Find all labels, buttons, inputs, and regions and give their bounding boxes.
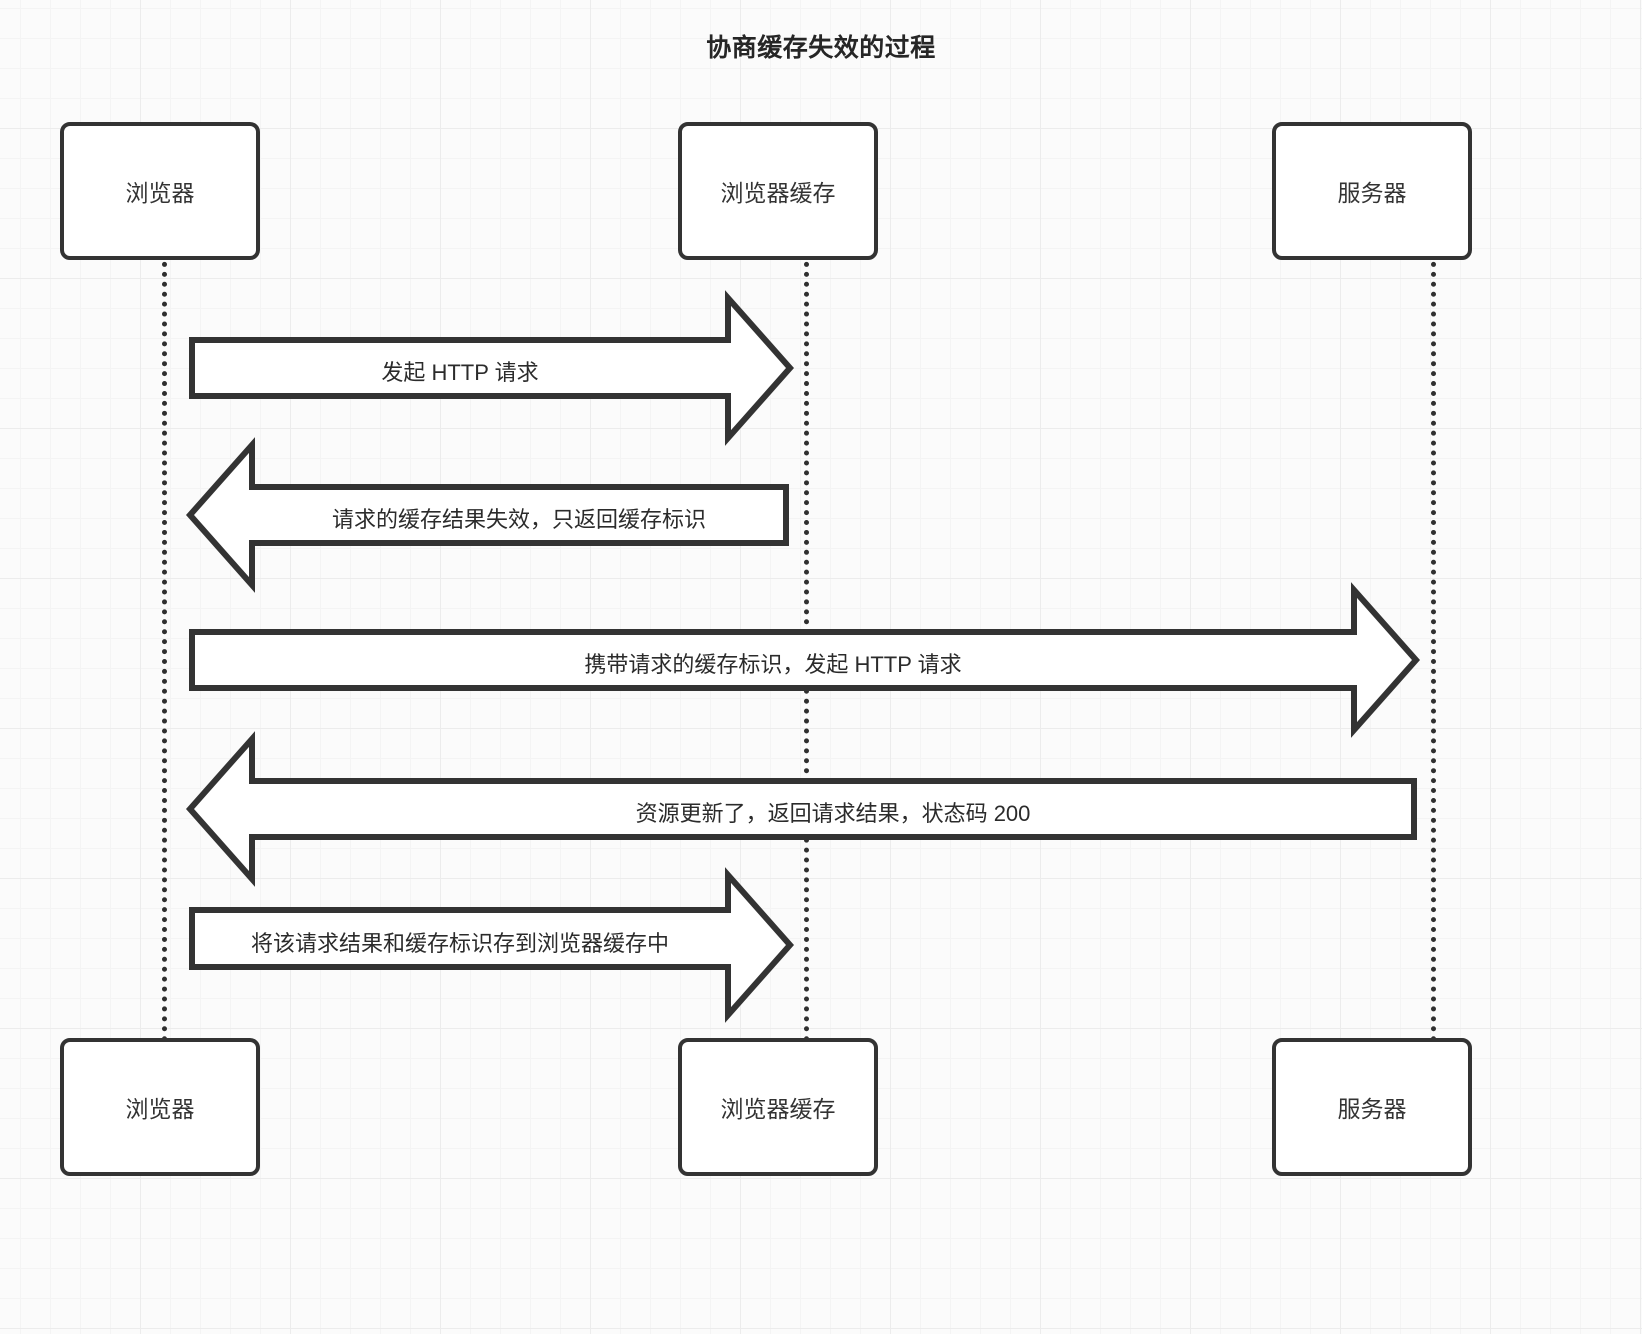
participant-label-browser-bottom: 浏览器: [125, 1096, 195, 1122]
participant-label-browser-cache-top: 浏览器缓存: [720, 180, 836, 206]
message-label-5: 将该请求结果和缓存标识存到浏览器缓存中: [250, 931, 669, 956]
lifeline-server: [1431, 252, 1436, 1042]
message-label-2: 请求的缓存结果失效，只返回缓存标识: [331, 507, 706, 532]
page-title: 协商缓存失效的过程: [706, 34, 936, 62]
participant-box-browser-bottom[interactable]: 浏览器: [60, 1038, 260, 1176]
participant-label-server-top: 服务器: [1337, 180, 1407, 206]
participant-label-server-bottom: 服务器: [1337, 1096, 1407, 1122]
participant-box-browser-cache-top[interactable]: 浏览器缓存: [678, 122, 878, 260]
lifeline-browser: [162, 252, 167, 1042]
message-label-4: 资源更新了，返回请求结果，状态码 200: [635, 801, 1031, 826]
message-label-3: 携带请求的缓存标识，发起 HTTP 请求: [584, 652, 962, 677]
participant-box-browser-cache-bottom[interactable]: 浏览器缓存: [678, 1038, 878, 1176]
participant-box-browser-top[interactable]: 浏览器: [60, 122, 260, 260]
participant-box-server-bottom[interactable]: 服务器: [1272, 1038, 1472, 1176]
message-label-1: 发起 HTTP 请求: [381, 360, 539, 385]
participant-label-browser-top: 浏览器: [125, 180, 195, 206]
participant-label-browser-cache-bottom: 浏览器缓存: [720, 1096, 836, 1122]
participant-box-server-top[interactable]: 服务器: [1272, 122, 1472, 260]
